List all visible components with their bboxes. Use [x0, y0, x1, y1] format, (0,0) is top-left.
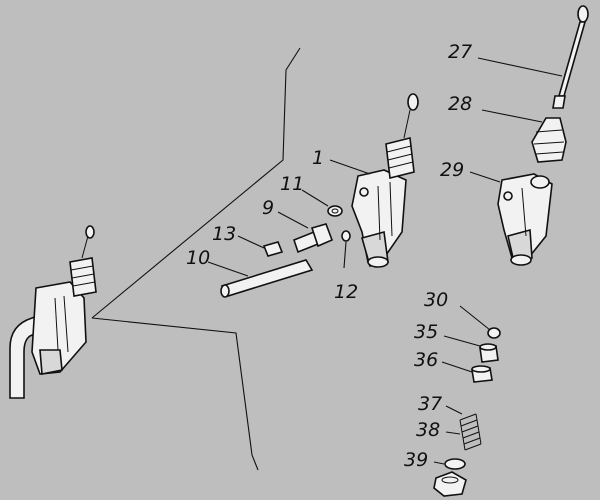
part-11-washer [327, 205, 343, 217]
part-38-washer [444, 458, 466, 470]
part-36-ring [471, 365, 493, 383]
callout-29: 29 [440, 159, 464, 181]
master-cylinder-installed [9, 225, 97, 399]
part-10-pipe [220, 259, 314, 298]
callout-13: 13 [212, 223, 236, 245]
callout-11: 11 [280, 173, 304, 195]
callout-30: 30 [424, 289, 448, 311]
callout-38: 38 [416, 419, 440, 441]
part-39-plug [433, 471, 467, 497]
part-27-push-rod [552, 5, 589, 109]
callout-12: 12 [334, 281, 358, 303]
callout-10: 10 [186, 247, 210, 269]
callout-36: 36 [414, 349, 438, 371]
callout-28: 28 [448, 93, 472, 115]
part-12-washer [341, 230, 351, 242]
callout-27: 27 [448, 41, 472, 63]
part-37-spring [459, 413, 482, 451]
part-1-master-cylinder [351, 93, 419, 268]
callout-labels: 1 9 10 11 12 13 27 28 29 30 35 36 37 38 … [186, 41, 472, 471]
part-30-cap [487, 327, 501, 339]
callout-35: 35 [414, 321, 438, 343]
leader-lines [207, 57, 563, 465]
part-29-cylinder-body [497, 173, 553, 266]
part-13-clamp [262, 241, 284, 257]
context-outline [91, 47, 301, 471]
callout-37: 37 [418, 393, 442, 415]
callout-1: 1 [312, 147, 324, 169]
callout-39: 39 [404, 449, 428, 471]
callout-9: 9 [262, 197, 274, 219]
part-28-boot [531, 117, 567, 163]
part-9-bolt [293, 223, 334, 254]
part-35-ring [479, 343, 499, 363]
